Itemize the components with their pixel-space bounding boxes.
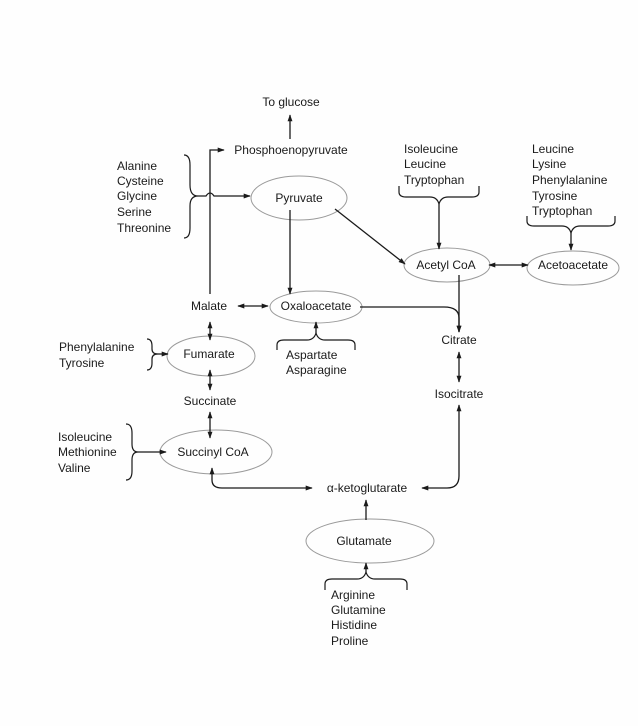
amino-acid-item: Alanine [117,159,157,173]
isocitrate-to-akg-arrow [421,404,462,491]
amino-acid-item: Tryptophan [404,173,464,187]
fumarate-group-brace [146,338,159,371]
pyruvate-oval [250,175,348,221]
acetoacetate-oval [526,250,620,286]
succinylcoa-akg-arrow [209,467,313,491]
glutamate-label: Glutamate [336,534,392,548]
alpha-ketoglutarate-label: α-ketoglutarate [327,481,408,495]
amino-acid-item: Cysteine [117,174,164,188]
amino-acid-item: Lysine [532,157,567,171]
acetoacetate-label: Acetoacetate [538,258,608,272]
pyruvate-label: Pyruvate [275,191,323,205]
malate-label: Malate [191,299,227,313]
succinyl-coa-label: Succinyl CoA [177,445,248,459]
succinylcoa-group-brace [125,423,139,481]
oxaloacetate-to-citrate-arrow [360,306,462,333]
pyruvate-group-arrow [198,192,251,199]
amino-acid-item: Glycine [117,189,157,203]
amino-acid-item: Isoleucine [404,142,458,156]
acetylcoa-group-brace [398,186,480,207]
glutamate-oval [305,518,435,564]
to-glucose-label: To glucose [262,95,320,109]
amino-acid-item: Proline [331,634,369,648]
fumarate-amino-acid-list: Phenylalanine Tyrosine [59,340,135,370]
acetoacetate-amino-acid-list: Leucine Lysine Phenylalanine Tyrosine Tr… [532,142,608,218]
succinyl-coa-amino-acid-list: Isoleucine Methionine Valine [58,430,117,475]
amino-acid-item: Tyrosine [532,189,578,203]
succinate-label: Succinate [184,394,237,408]
acetyl-coa-amino-acid-list: Isoleucine Leucine Tryptophan [404,142,464,187]
amino-acid-item: Valine [58,461,91,475]
glutamate-amino-acid-list: Arginine Glutamine Histidine Proline [331,588,386,648]
acetyl-coa-label: Acetyl CoA [416,258,475,272]
pyruvate-amino-acid-list: Alanine Cysteine Glycine Serine Threonin… [117,159,171,235]
oxaloacetate-amino-acid-list: Aspartate Asparagine [286,348,347,377]
amino-acid-item: Aspartate [286,348,338,362]
phosphoenolpyruvate-label: Phosphoenopyruvate [234,143,348,157]
amino-acid-item: Methionine [58,445,117,459]
amino-acid-item: Leucine [404,157,446,171]
amino-acid-item: Glutamine [331,603,386,617]
amino-acid-item: Tyrosine [59,356,105,370]
amino-acid-item: Arginine [331,588,375,602]
malate-to-pep-arrow [209,147,225,294]
amino-acid-item: Asparagine [286,363,347,377]
isocitrate-label: Isocitrate [435,387,484,401]
amino-acid-item: Isoleucine [58,430,112,444]
amino-acid-item: Threonine [117,221,171,235]
pyruvate-to-acetylcoa-arrow [334,208,406,265]
fumarate-label: Fumarate [183,347,235,361]
pyruvate-group-brace [183,154,199,239]
oxaloacetate-label: Oxaloacetate [281,299,352,313]
amino-acid-item: Phenylalanine [59,340,135,354]
amino-acid-item: Serine [117,205,152,219]
amino-acid-item: Tryptophan [532,204,592,218]
amino-acid-item: Phenylalanine [532,173,608,187]
acetoacetate-group-brace [526,216,616,236]
amino-acid-item: Histidine [331,618,377,632]
amino-acid-item: Leucine [532,142,574,156]
citrate-label: Citrate [441,333,477,347]
